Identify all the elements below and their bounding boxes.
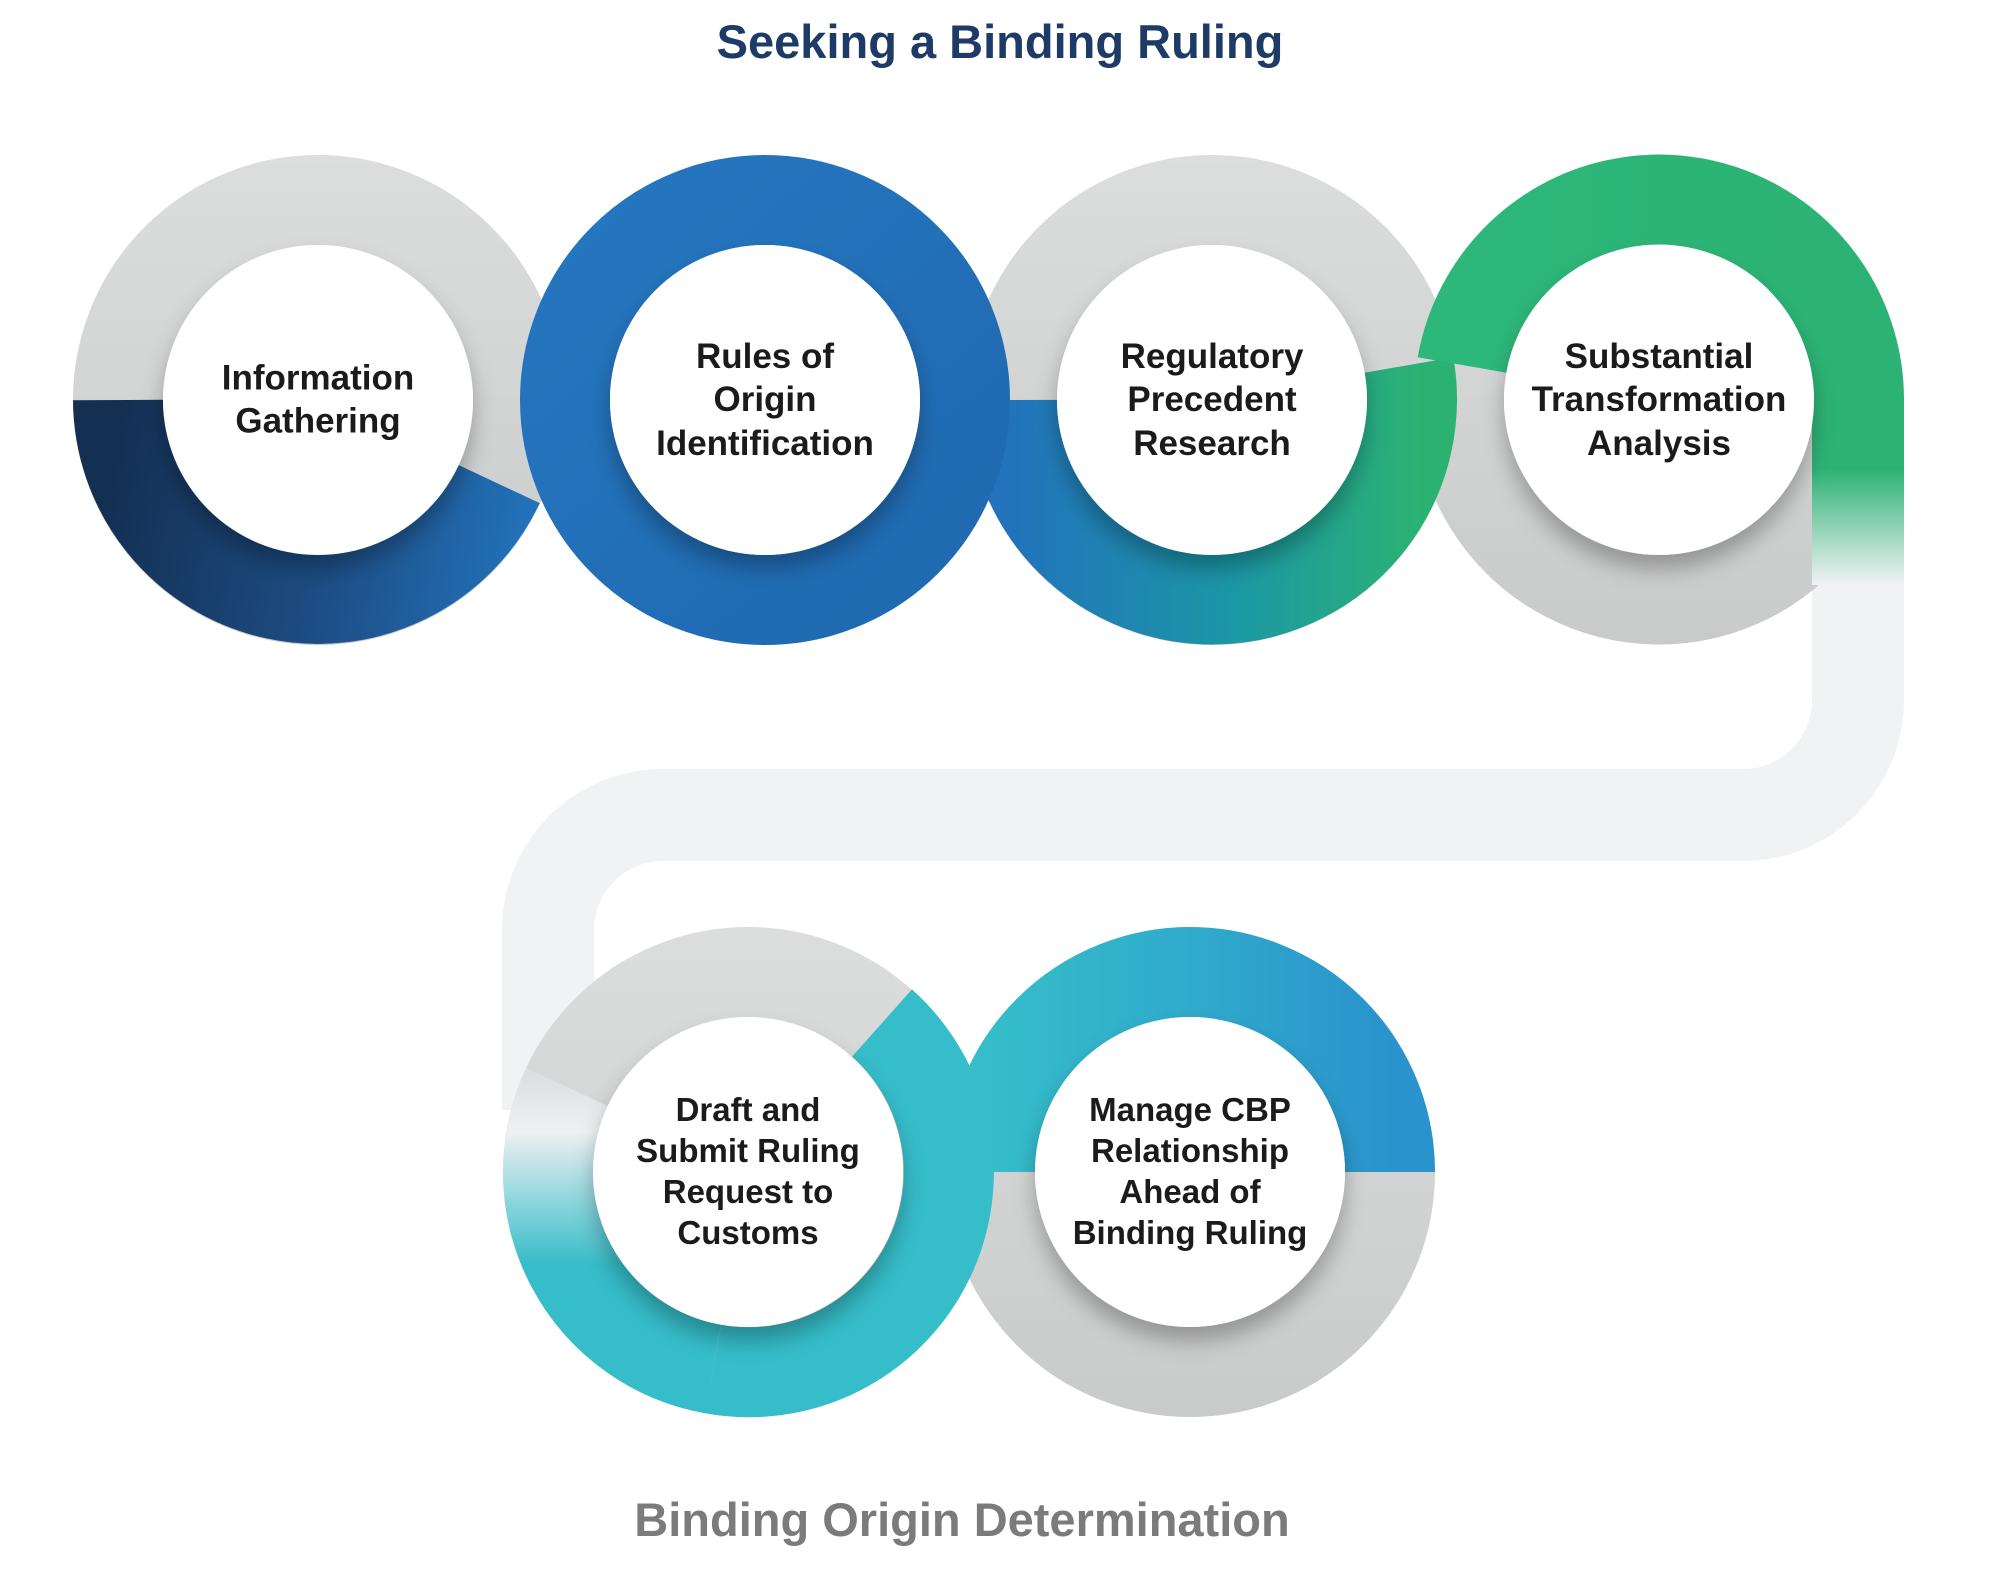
page-title: Seeking a Binding Ruling (716, 15, 1284, 68)
arc-green-step-4 (1417, 154, 1905, 401)
arc-teal-step-5 (704, 989, 994, 1418)
step-label-rules-of-origin: Rules of Origin Identification (656, 336, 874, 463)
connector-path (502, 400, 1904, 1110)
hub-step-3 (1057, 245, 1367, 555)
step-label-manage-cbp: Manage CBP Relationship Ahead of Binding… (1072, 1091, 1308, 1251)
arc-bluegreen-step-3 (967, 357, 1457, 645)
page-caption: Binding Origin Determination (634, 1493, 1290, 1546)
hub-step-4 (1504, 245, 1814, 555)
hub-step-1 (163, 245, 473, 555)
hub-step-2 (610, 245, 920, 555)
arc-tealblue-step-6 (945, 927, 1435, 1173)
step-label-regulatory-precedent: Regulatory Precedent Research (1120, 336, 1304, 463)
step-label-draft-submit-ruling: Draft and Submit Ruling Request to Custo… (636, 1091, 860, 1251)
arc-navy-step-1 (73, 398, 540, 644)
ring-blue-step-2 (520, 155, 1010, 645)
hub-step-5 (593, 1017, 903, 1327)
arc-teal-fadein-step-5 (503, 1067, 722, 1414)
step-label-information-gathering: Information Gathering (221, 358, 415, 441)
hub-step-6 (1035, 1017, 1345, 1327)
step-label-substantial-transformation: Substantial Transformation Analysis (1531, 336, 1787, 463)
